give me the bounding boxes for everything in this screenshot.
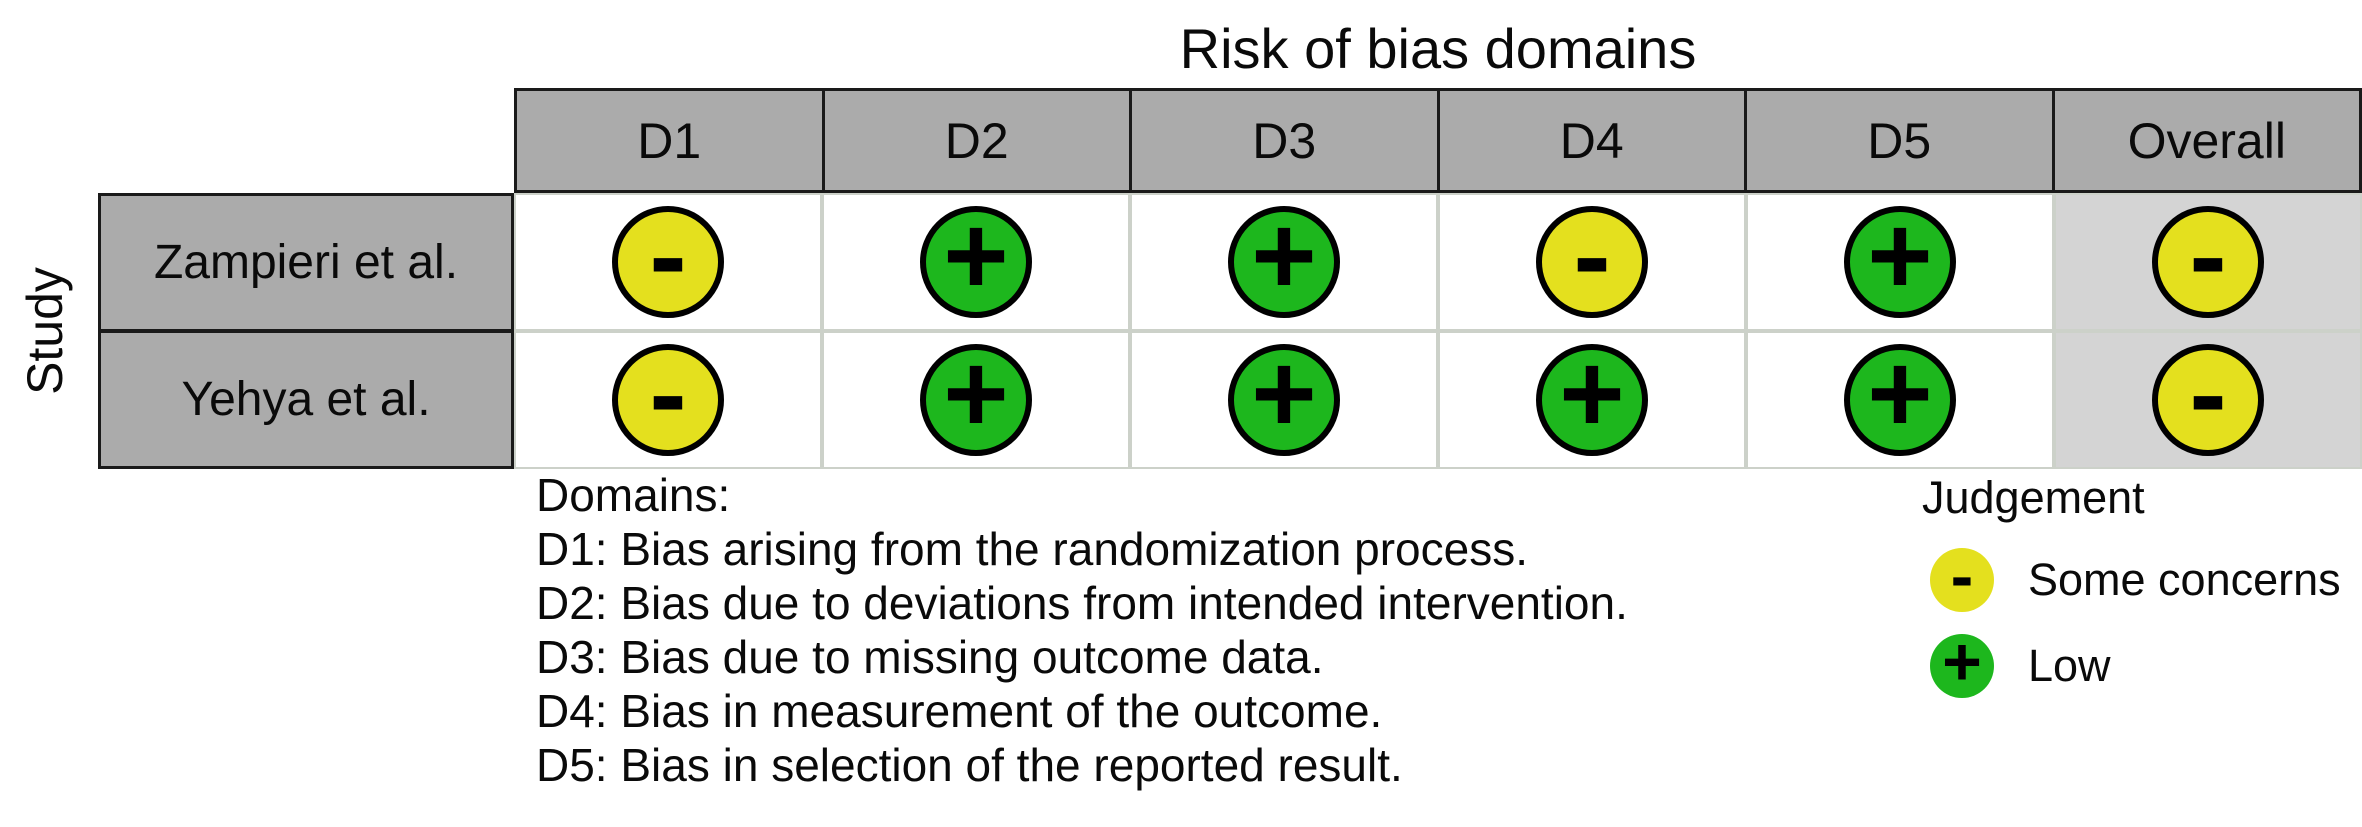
judgement-circle: + [920,200,1032,318]
judgement-circle: + [920,338,1032,456]
column-header-d3: D3 [1129,88,1440,193]
judgement-circle: - [612,338,724,456]
study-axis-label: Study [17,267,73,395]
column-header-d2: D2 [821,88,1132,193]
column-header-overall: Overall [2051,88,2362,193]
legend-circle-some-concerns: - [1930,542,1994,612]
cell-zampieri-d5: + [1746,193,2054,331]
domains-footnote: Domains: D1: Bias arising from the rando… [536,468,1628,792]
legend-title: Judgement [1922,472,2145,523]
judgement-circle: - [612,200,724,318]
legend-item-low: + Low [1930,628,2341,698]
column-header-d4: D4 [1436,88,1747,193]
judgement-grid: - + + - + - - + + + + - [514,193,2362,469]
study-label-column: Zampieri et al. Yehya et al. [98,193,514,469]
column-header-d5: D5 [1744,88,2055,193]
domains-heading: Domains: [536,469,731,521]
column-header-row: D1 D2 D3 D4 D5 Overall [514,88,2362,193]
judgement-circle: + [1536,338,1648,456]
cell-zampieri-d4: - [1438,193,1746,331]
cell-zampieri-d3: + [1130,193,1438,331]
judgement-circle: + [1844,338,1956,456]
cell-zampieri-d1: - [514,193,822,331]
domain-description-d2: D2: Bias due to deviations from intended… [536,577,1628,629]
chart-title: Risk of bias domains [1179,17,1697,80]
judgement-circle: - [2152,338,2264,456]
cell-zampieri-d2: + [822,193,1130,331]
domain-description-d1: D1: Bias arising from the randomization … [536,523,1528,575]
judgement-circle: + [1228,338,1340,456]
study-label-yehya: Yehya et al. [98,330,514,469]
judgement-circle: + [1844,200,1956,318]
domain-description-d5: D5: Bias in selection of the reported re… [536,739,1403,791]
judgement-circle: - [2152,200,2264,318]
column-header-d1: D1 [514,88,825,193]
legend: - Some concerns + Low [1930,542,2341,698]
legend-label-low: Low [2028,640,2111,691]
domain-description-d3: D3: Bias due to missing outcome data. [536,631,1324,683]
cell-yehya-d3: + [1130,331,1438,469]
cell-yehya-d1: - [514,331,822,469]
judgement-circle: + [1228,200,1340,318]
cell-yehya-d4: + [1438,331,1746,469]
cell-yehya-d2: + [822,331,1130,469]
domain-description-d4: D4: Bias in measurement of the outcome. [536,685,1383,737]
cell-yehya-d5: + [1746,331,2054,469]
study-label-zampieri: Zampieri et al. [98,193,514,332]
judgement-circle: - [1536,200,1648,318]
legend-item-some-concerns: - Some concerns [1930,542,2341,612]
legend-circle-low: + [1930,628,1994,698]
cell-yehya-overall: - [2054,331,2362,469]
legend-label-some-concerns: Some concerns [2028,554,2341,605]
cell-zampieri-overall: - [2054,193,2362,331]
